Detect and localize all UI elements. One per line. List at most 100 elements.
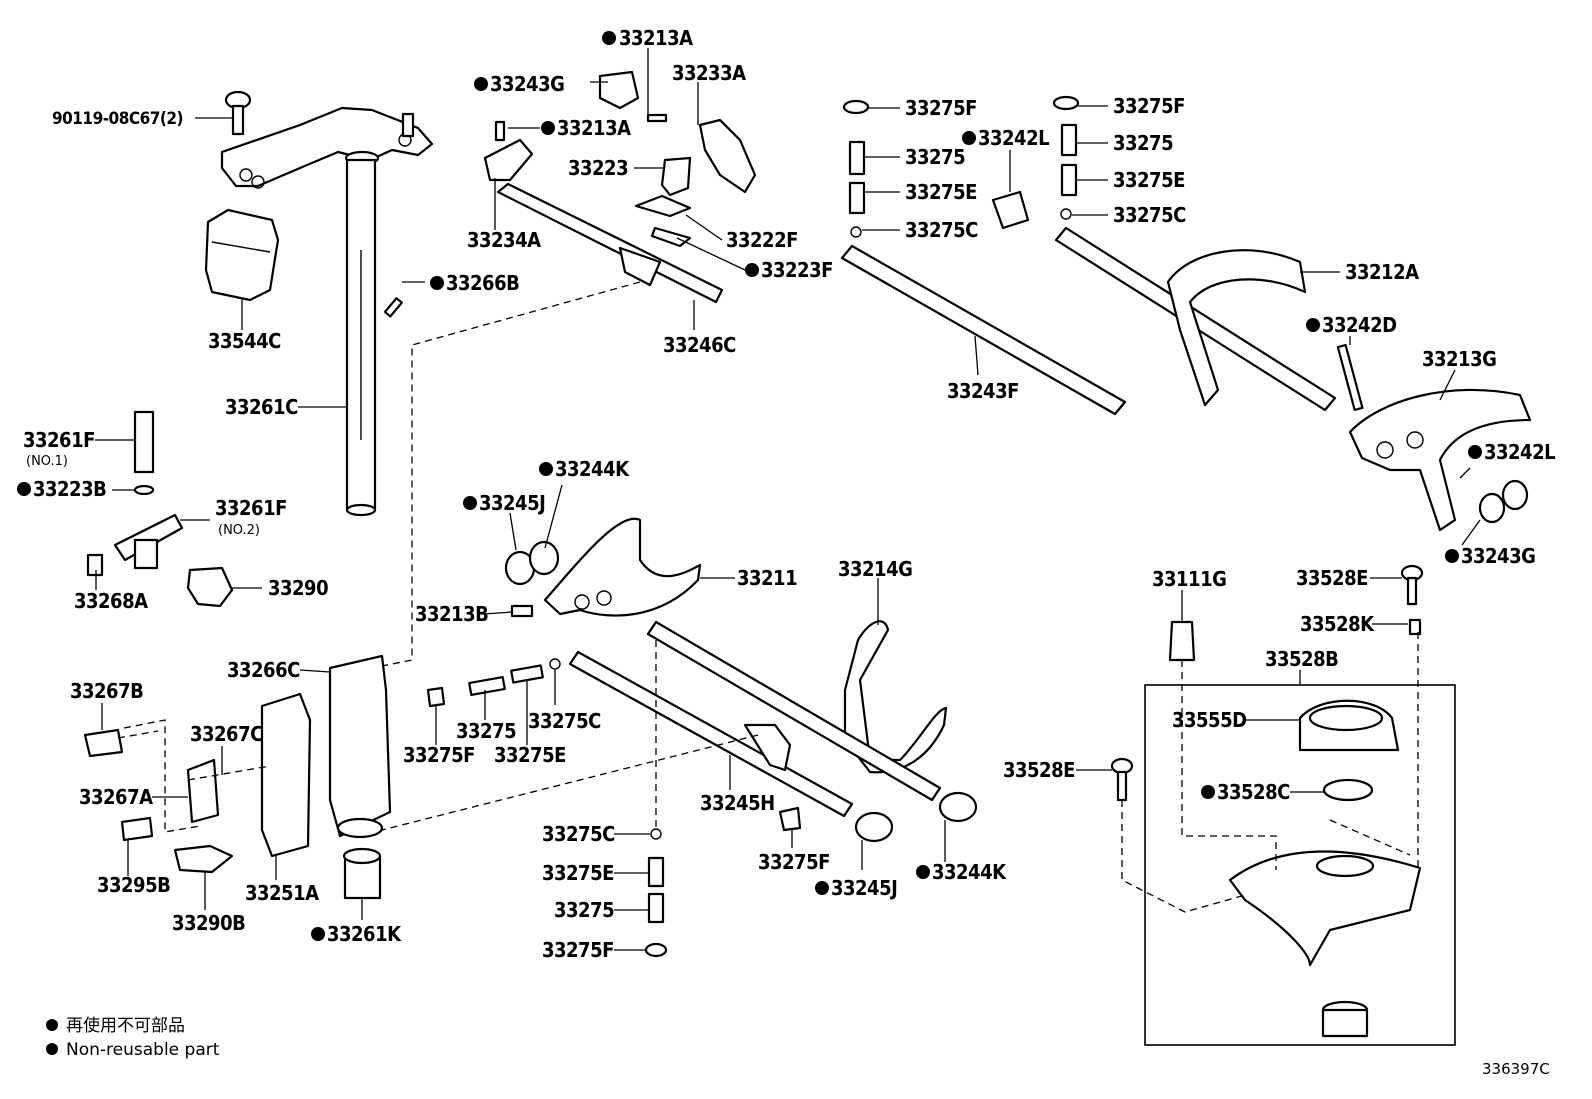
nonreusable-dot [1306, 318, 1320, 332]
shaft-33246C [483, 70, 757, 304]
label-33275-b: 33275 [1113, 131, 1173, 155]
left-small-parts [83, 728, 234, 874]
label-33544C: 33544C [208, 329, 281, 353]
label-33212A: 33212A [1345, 260, 1419, 284]
label-33244K-a: 33244K [555, 457, 630, 481]
label-33528B: 33528B [1265, 647, 1338, 671]
label-33275E-a: 33275E [905, 180, 977, 204]
label-33261K: 33261K [327, 922, 402, 946]
label-33290B: 33290B [172, 911, 245, 935]
fork-33213G [1348, 388, 1532, 532]
legend-en: Non-reusable part [66, 1040, 220, 1060]
label-33245J-a: 33245J [479, 491, 545, 515]
nonreusable-dot [430, 276, 444, 290]
shafts-lower [568, 620, 978, 843]
shaft-33243F [840, 99, 1127, 416]
label-33528E-b: 33528E [1003, 758, 1075, 782]
label-33275-c: 33275 [456, 719, 516, 743]
label-33275E-d: 33275E [542, 861, 614, 885]
label-33275C-a: 33275C [905, 218, 978, 242]
label-33555D: 33555D [1172, 708, 1247, 732]
label-33528E-a: 33528E [1296, 566, 1368, 590]
label-33275F-c: 33275F [403, 743, 475, 767]
label-33233A: 33233A [672, 61, 746, 85]
label-33214G: 33214G [838, 557, 912, 581]
selector-assembly [260, 654, 392, 900]
label-33213A-top: 33213A [619, 26, 693, 50]
label-no2: (NO.2) [218, 523, 260, 538]
diagram-code: 336397C [1482, 1060, 1550, 1078]
housing-33528B [1110, 564, 1456, 1046]
legend-dot-en [46, 1043, 58, 1055]
label-33275E-c: 33275E [494, 743, 566, 767]
label-33222F: 33222F [726, 228, 798, 252]
legend-jp: 再使用不可部品 [66, 1015, 185, 1036]
nonreusable-dot [539, 462, 553, 476]
dashed-lines [117, 281, 1419, 913]
label-33245H: 33245H [700, 791, 775, 815]
label-33261C: 33261C [225, 395, 298, 419]
legend-dot-jp [46, 1019, 58, 1031]
nonreusable-dot [815, 881, 829, 895]
label-33223F: 33223F [761, 258, 833, 282]
label-33213G: 33213G [1422, 347, 1496, 371]
nonreusable-dot [17, 482, 31, 496]
label-33295B: 33295B [97, 873, 170, 897]
nonreusable-dot [916, 865, 930, 879]
nonreusable-dot [474, 77, 488, 91]
label-33267A: 33267A [79, 785, 153, 809]
label-33243F: 33243F [947, 379, 1019, 403]
nonreusable-dot [1468, 445, 1482, 459]
label-33242L-b: 33242L [1484, 440, 1555, 464]
parts-33261F [86, 410, 234, 608]
label-33528C: 33528C [1217, 780, 1290, 804]
label-no1: (NO.1) [26, 454, 68, 469]
nonreusable-dot [602, 31, 616, 45]
nonreusable-dot [962, 131, 976, 145]
detent-sets [426, 658, 668, 958]
legend: 再使用不可部品 Non-reusable part [46, 1015, 220, 1060]
label-33275-a: 33275 [905, 145, 965, 169]
label-33243G-top: 33243G [490, 72, 564, 96]
fork-33211 [504, 517, 702, 618]
label-33275F-e: 33275F [542, 938, 614, 962]
nonreusable-dot [745, 263, 759, 277]
label-33275F-b: 33275F [1113, 94, 1185, 118]
label-33234A: 33234A [467, 228, 541, 252]
label-33275C-d: 33275C [542, 822, 615, 846]
label-33266C: 33266C [227, 658, 300, 682]
label-33528K: 33528K [1300, 612, 1375, 636]
label-33246C: 33246C [663, 333, 736, 357]
boot-33544C [204, 208, 280, 302]
nonreusable-dot [541, 121, 555, 135]
part-labels: 33213A 33233A 33243G 90119-08C67(2) 3321… [17, 26, 1556, 962]
label-33275-d: 33275 [554, 898, 614, 922]
label-33223: 33223 [568, 156, 628, 180]
bolt-90119 [224, 90, 252, 136]
label-33242L-a: 33242L [978, 126, 1049, 150]
label-33261F-no2: 33261F [215, 496, 287, 520]
label-33244K-b: 33244K [932, 860, 1007, 884]
label-33275F-a: 33275F [905, 96, 977, 120]
label-33267B: 33267B [70, 679, 143, 703]
label-33245J-b: 33245J [831, 876, 897, 900]
nonreusable-dot [1445, 549, 1459, 563]
label-33251A: 33251A [245, 881, 319, 905]
label-33242D: 33242D [1322, 313, 1397, 337]
label-33290: 33290 [268, 576, 328, 600]
label-33213B: 33213B [415, 602, 488, 626]
shift-lever-assembly [220, 106, 434, 517]
label-33275E-b: 33275E [1113, 168, 1185, 192]
label-33213A-2: 33213A [557, 116, 631, 140]
label-33267C: 33267C [190, 722, 263, 746]
label-33243G-b: 33243G [1461, 544, 1535, 568]
label-33266B: 33266B [446, 271, 519, 295]
label-33111G: 33111G [1152, 567, 1226, 591]
label-33268A: 33268A [74, 589, 148, 613]
nonreusable-dot [311, 927, 325, 941]
nonreusable-dot [463, 496, 477, 510]
label-33275C-c: 33275C [528, 709, 601, 733]
label-33211: 33211 [737, 566, 797, 590]
